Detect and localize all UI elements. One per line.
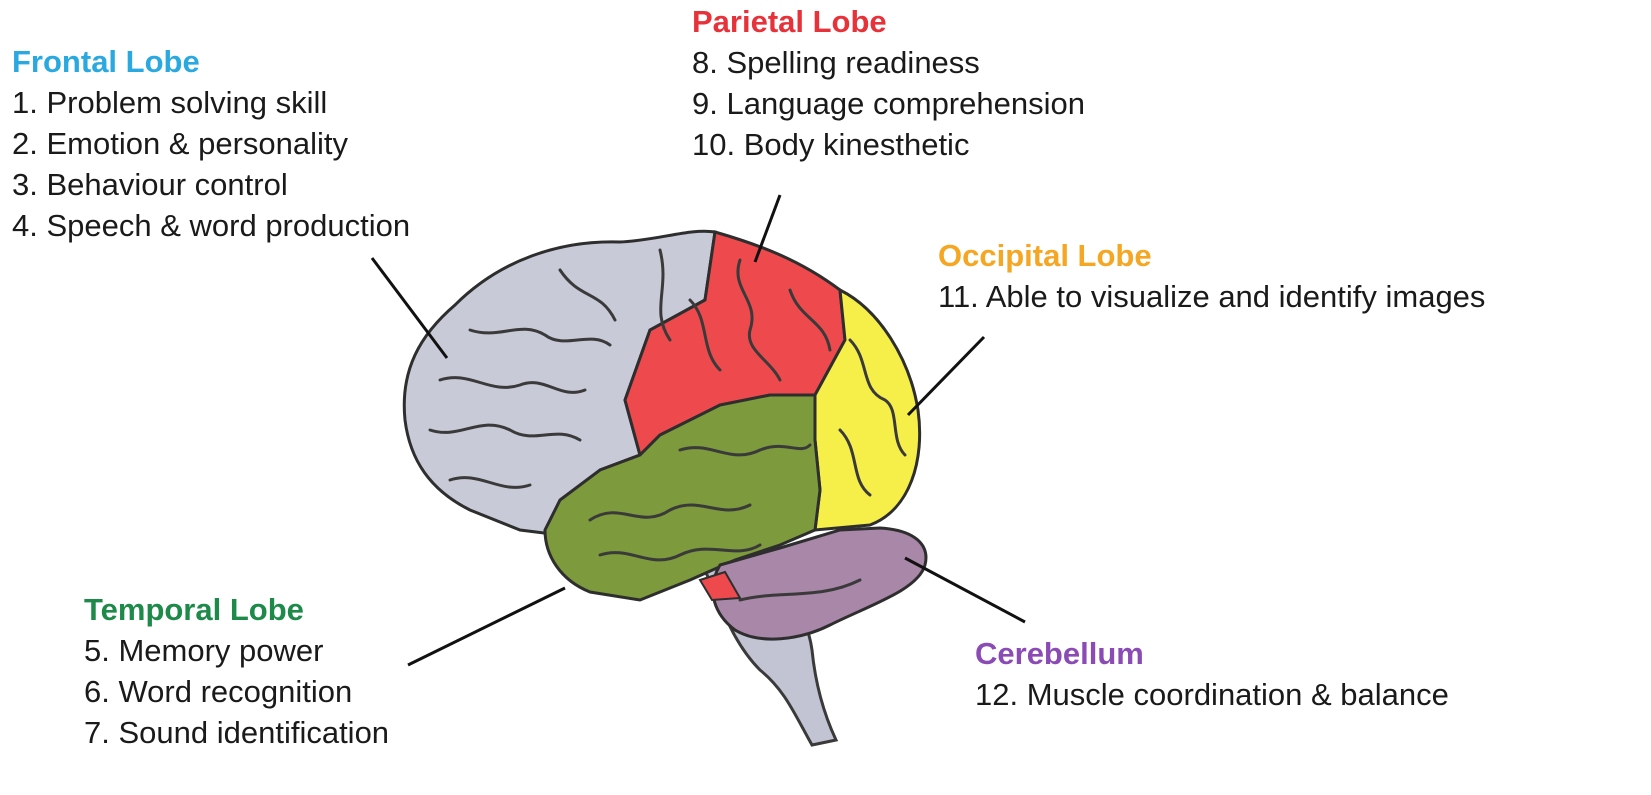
frontal-item: 1. Problem solving skill [12,82,410,123]
cerebellum-leader-line [905,558,1025,622]
parietal-item: 10. Body kinesthetic [692,124,1085,165]
occipital-item: 11. Able to visualize and identify image… [938,276,1485,317]
cerebellum-item: 12. Muscle coordination & balance [975,674,1449,715]
temporal-lobe-label-group: Temporal Lobe 5. Memory power 6. Word re… [84,590,389,753]
parietal-item: 8. Spelling readiness [692,42,1085,83]
occipital-lobe-title: Occipital Lobe [938,236,1485,276]
frontal-item: 2. Emotion & personality [12,123,410,164]
parietal-item: 9. Language comprehension [692,83,1085,124]
parietal-lobe-title: Parietal Lobe [692,2,1085,42]
temporal-item: 5. Memory power [84,630,389,671]
cerebellum-label-group: Cerebellum 12. Muscle coordination & bal… [975,634,1449,715]
temporal-lobe-items: 5. Memory power 6. Word recognition 7. S… [84,630,389,753]
frontal-lobe-items: 1. Problem solving skill 2. Emotion & pe… [12,82,410,246]
temporal-leader-line [408,588,565,665]
cerebellum-items: 12. Muscle coordination & balance [975,674,1449,715]
parietal-lobe-items: 8. Spelling readiness 9. Language compre… [692,42,1085,165]
frontal-lobe-title: Frontal Lobe [12,42,410,82]
occipital-lobe-items: 11. Able to visualize and identify image… [938,276,1485,317]
cerebellum-title: Cerebellum [975,634,1449,674]
frontal-item: 3. Behaviour control [12,164,410,205]
occipital-lobe-label-group: Occipital Lobe 11. Able to visualize and… [938,236,1485,317]
frontal-leader-line [372,258,447,358]
frontal-lobe-label-group: Frontal Lobe 1. Problem solving skill 2.… [12,42,410,246]
temporal-lobe-title: Temporal Lobe [84,590,389,630]
frontal-item: 4. Speech & word production [12,205,410,246]
temporal-item: 6. Word recognition [84,671,389,712]
occipital-leader-line [908,337,984,415]
parietal-lobe-label-group: Parietal Lobe 8. Spelling readiness 9. L… [692,2,1085,165]
temporal-item: 7. Sound identification [84,712,389,753]
